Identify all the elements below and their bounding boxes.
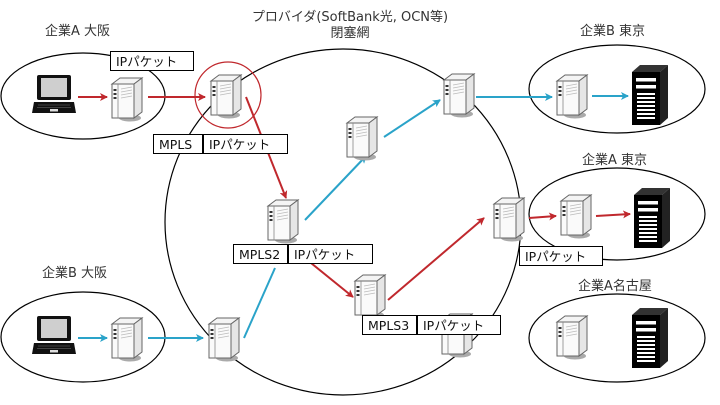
path-a-pe-east-to-ce (528, 212, 557, 221)
packet-label-mpls2: MPLS2 (233, 244, 288, 264)
packet-ip-mpls: IPパケット (203, 134, 288, 154)
site-label-a-osaka: 企業A 大阪 (45, 24, 111, 39)
site-label-a-tokyo: 企業A 東京 (582, 153, 648, 168)
path-b-p4-to-pe-east (383, 99, 441, 138)
packet-ip-a-tokyo: IPパケット (519, 246, 603, 266)
router-icon (560, 194, 592, 239)
router-icon (443, 73, 475, 118)
provider-network-type: 閉塞網 (330, 26, 370, 41)
site-label-b-osaka: 企業B 大阪 (42, 266, 108, 281)
provider-name: プロバイダ(SoftBank光, OCN等) (251, 10, 449, 25)
path-b-pe-to-p2 (243, 267, 276, 339)
packet-label-mpls: MPLS (153, 134, 203, 154)
site-label-a-nagoya: 企業A名古屋 (578, 279, 652, 294)
server-tower-icon (632, 65, 668, 125)
site-boundary-a-tokyo (528, 167, 706, 261)
site-boundary-a-nagoya (528, 293, 706, 383)
packet-ip-mpls3: IPパケット (417, 315, 501, 335)
provider-network-title: プロバイダ(SoftBank光, OCN等) 閉塞網 (230, 10, 470, 42)
path-a-p3-to-pe-east (387, 217, 485, 301)
router-icon (208, 317, 240, 362)
router-icon (556, 74, 588, 119)
router-icon (210, 74, 242, 119)
path-b-p2-to-p4 (304, 155, 367, 221)
server-tower-icon (634, 188, 670, 248)
server-tower-icon (632, 308, 668, 368)
router-icon (354, 274, 386, 319)
router-icon (267, 199, 299, 244)
laptop-icon (32, 74, 76, 114)
packet-ip-a-osaka: IPパケット (110, 51, 194, 71)
router-icon (556, 315, 588, 360)
packet-label-mpls3: MPLS3 (362, 315, 417, 335)
site-label-b-tokyo: 企業B 東京 (580, 24, 646, 39)
router-icon (111, 77, 143, 122)
ingress-highlight-ring (194, 61, 262, 129)
path-a-ce-to-server (595, 210, 631, 219)
router-icon (346, 116, 378, 161)
router-icon (493, 197, 525, 242)
router-icon (111, 317, 143, 362)
packet-ip-mpls2: IPパケット (288, 244, 373, 264)
laptop-icon (32, 315, 76, 355)
site-boundary-b-tokyo (528, 44, 706, 134)
